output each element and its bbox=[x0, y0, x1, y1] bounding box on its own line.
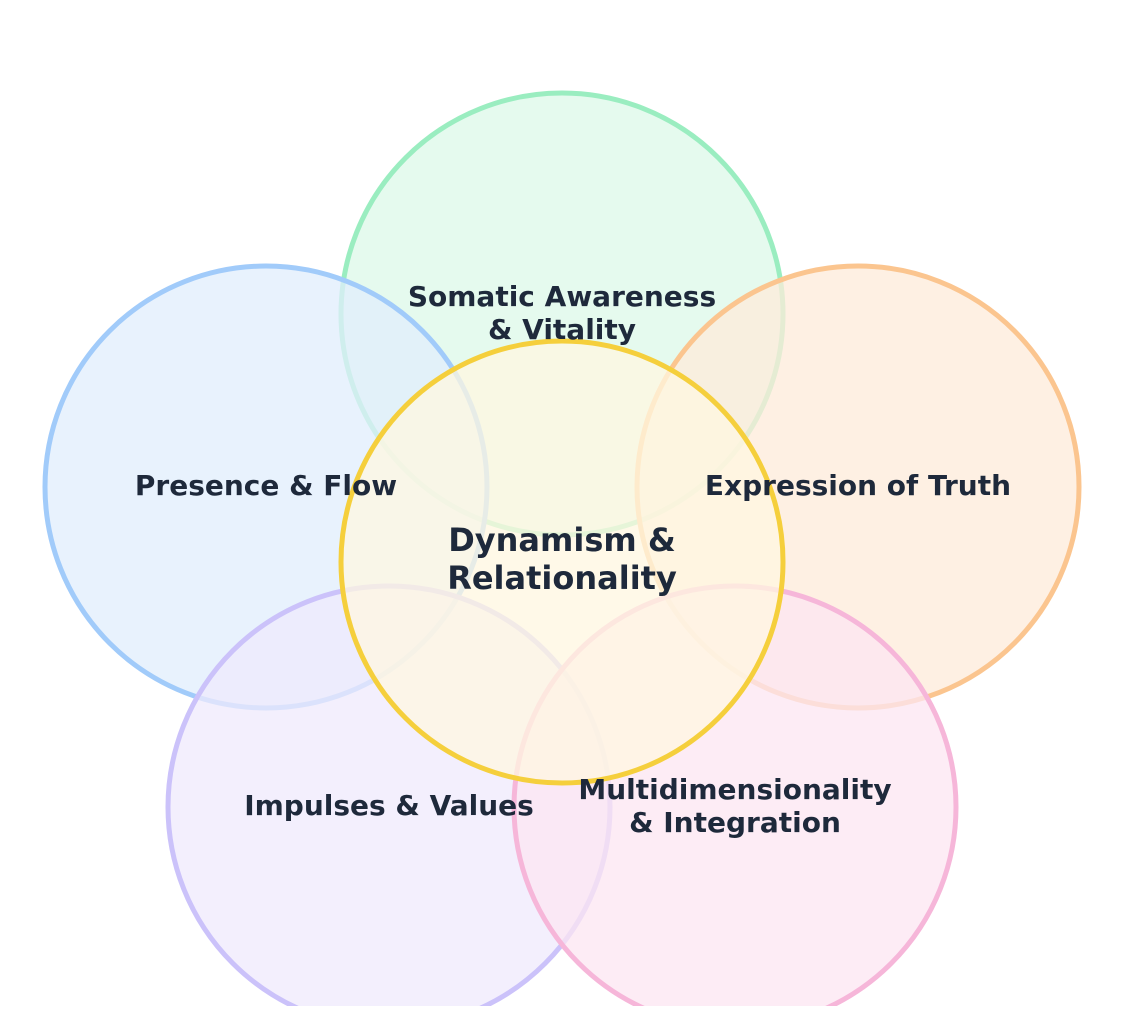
label-impulses: Impulses & Values bbox=[244, 789, 534, 822]
label-dynamism: Dynamism &Relationality bbox=[447, 521, 677, 597]
label-line: & Integration bbox=[629, 806, 841, 839]
label-line: Expression of Truth bbox=[705, 469, 1011, 502]
label-presence: Presence & Flow bbox=[135, 469, 397, 502]
label-line: & Vitality bbox=[488, 313, 636, 346]
label-line: Impulses & Values bbox=[244, 789, 534, 822]
label-line: Presence & Flow bbox=[135, 469, 397, 502]
circle-dynamism bbox=[338, 338, 786, 786]
label-line: Relationality bbox=[447, 559, 677, 597]
label-line: Somatic Awareness bbox=[408, 280, 716, 313]
label-multidimensionality: Multidimensionality& Integration bbox=[578, 773, 891, 839]
label-expression: Expression of Truth bbox=[705, 469, 1011, 502]
circles-layer bbox=[42, 90, 1082, 1006]
label-somatic: Somatic Awareness& Vitality bbox=[408, 280, 716, 346]
label-line: Dynamism & bbox=[448, 521, 676, 559]
label-line: Multidimensionality bbox=[578, 773, 891, 806]
